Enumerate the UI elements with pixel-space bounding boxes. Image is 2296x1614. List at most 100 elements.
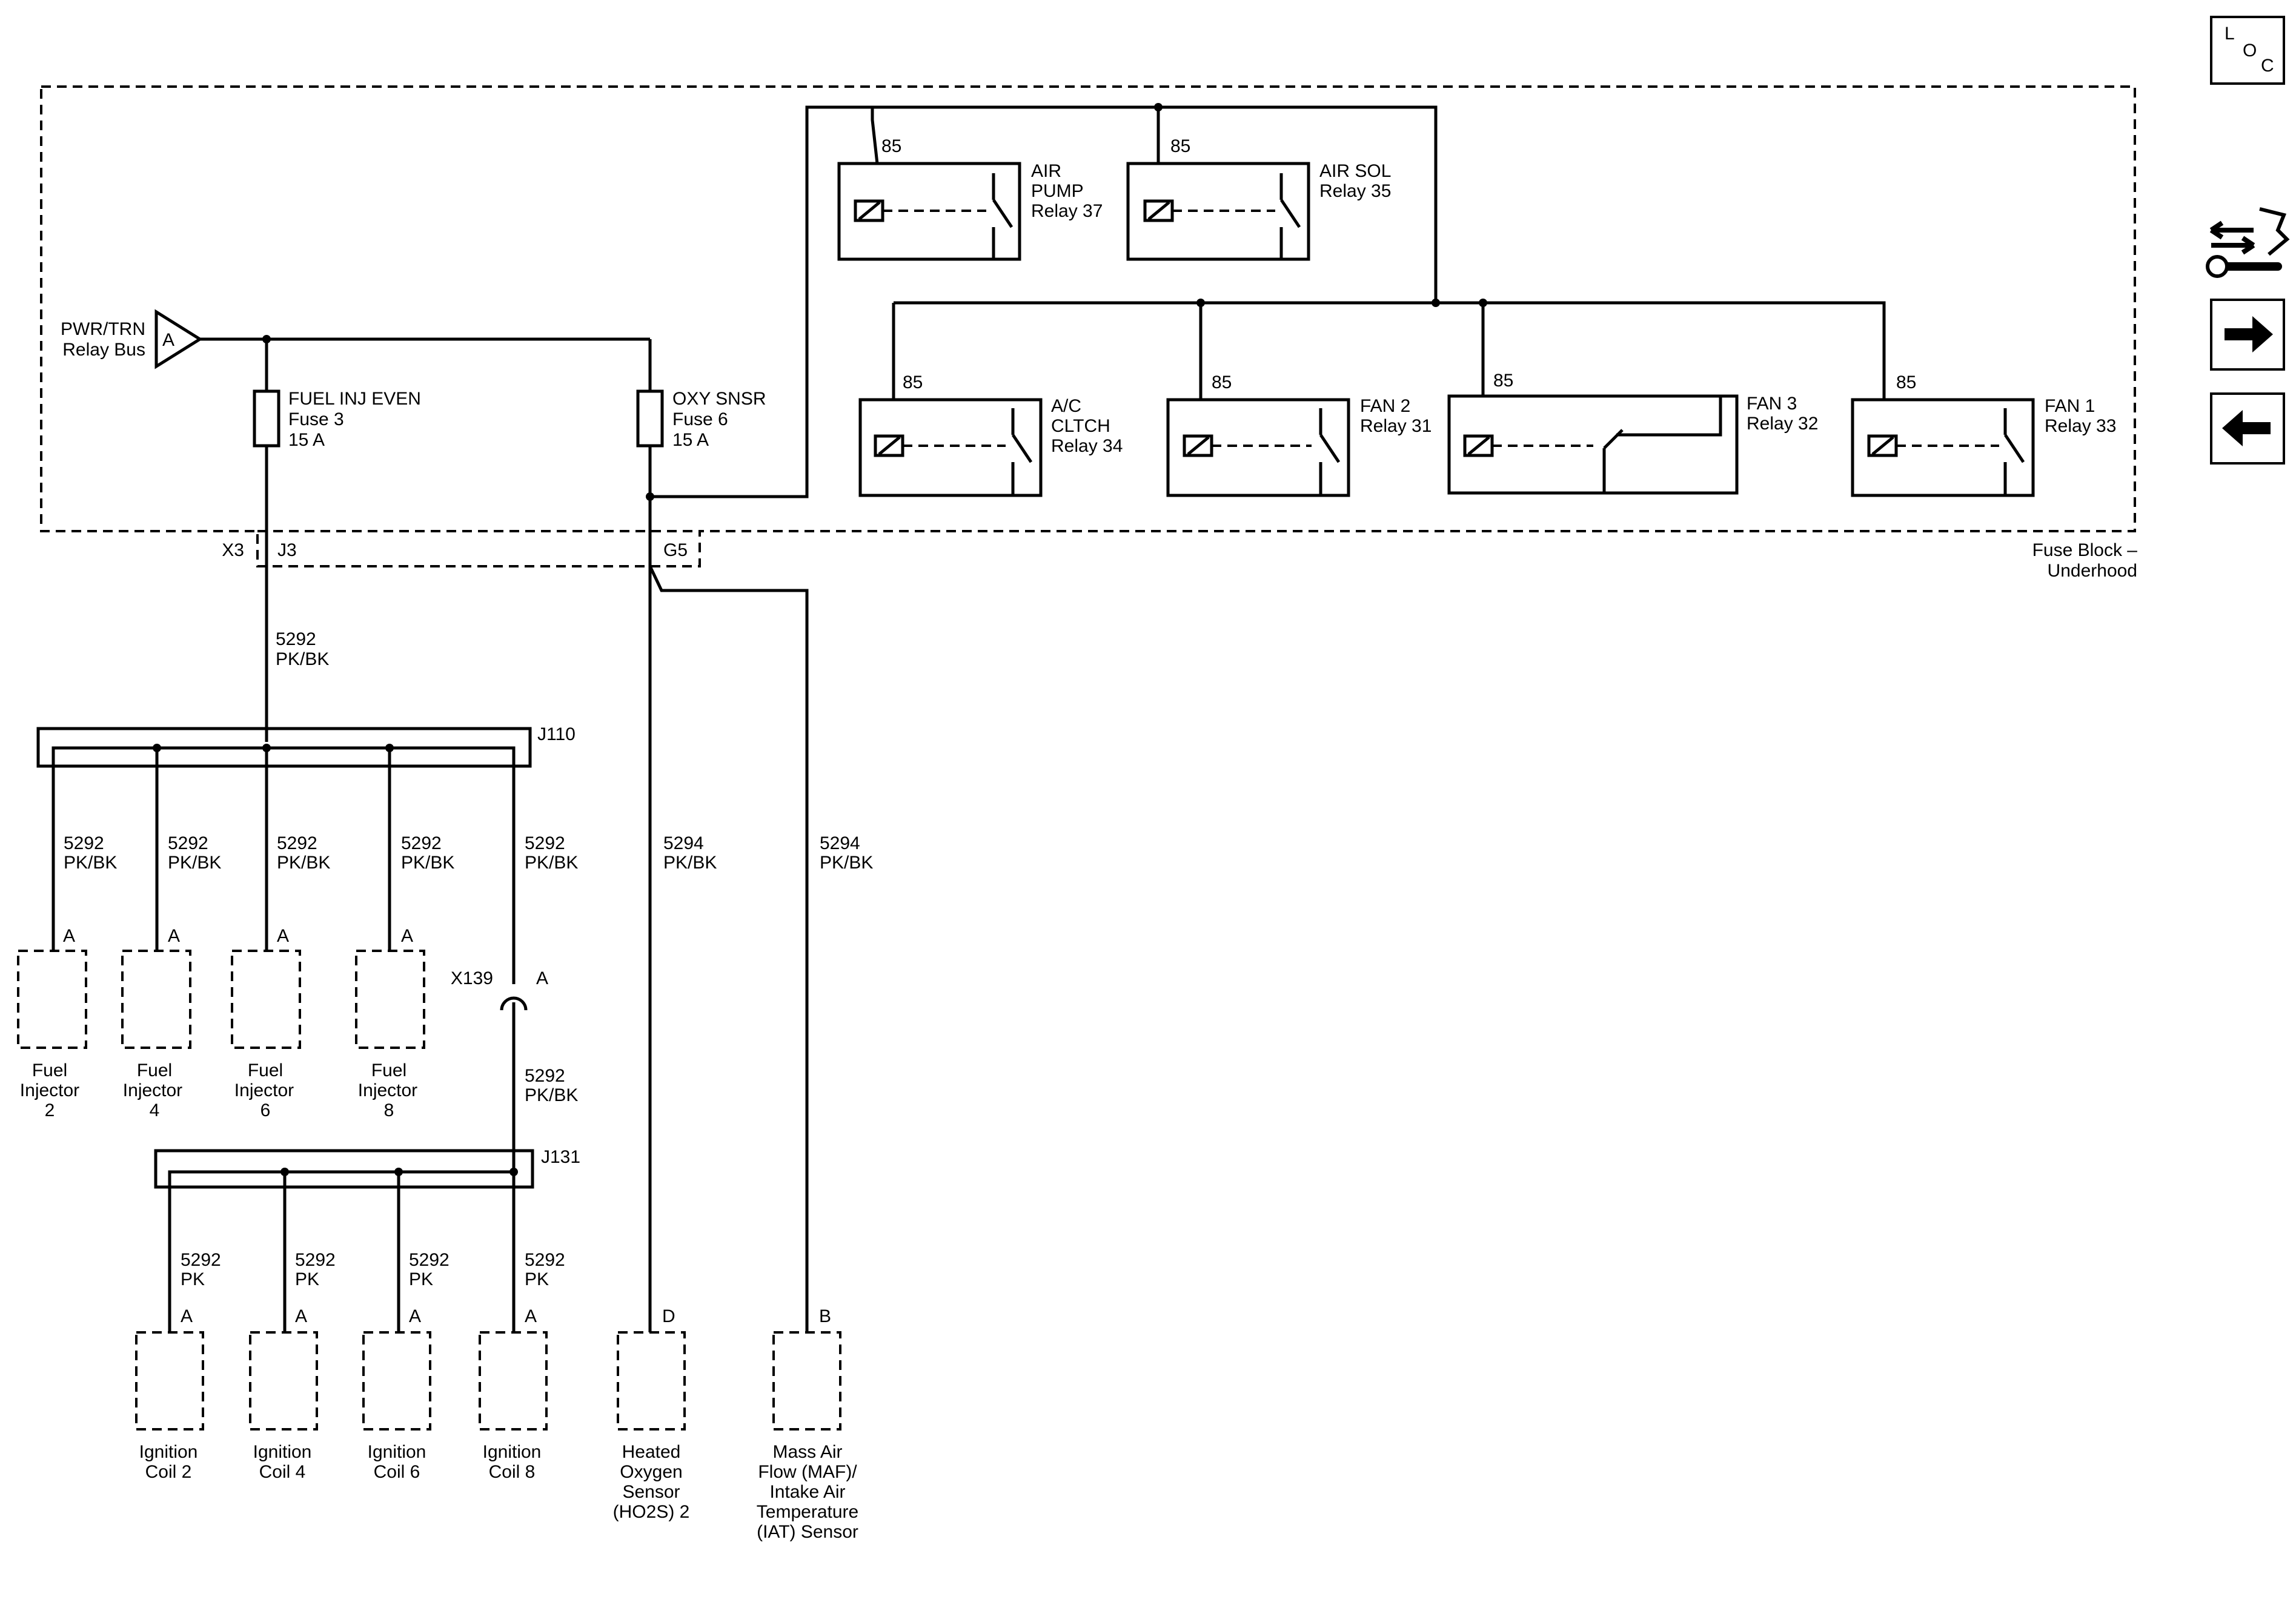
pin-label: A [295, 1306, 307, 1326]
wire-color: PK/BK [64, 853, 117, 873]
bus-triangle-icon [154, 309, 203, 369]
relay-35-pin: 85 [1170, 136, 1190, 156]
wire-5294-label: 5294 [663, 833, 704, 853]
fuse-block-outline: Fuse Block – Underhood [40, 85, 2138, 581]
relay-31: 85 FAN 2 Relay 31 [1166, 303, 1432, 497]
relay-33: 85 FAN 1 Relay 33 [1851, 372, 2116, 497]
pwr-trn-relay-bus: PWR/TRN Relay Bus A [61, 309, 650, 369]
pin-label: A [525, 1306, 537, 1326]
relay-37: 85 AIR PUMP Relay 37 [837, 107, 1103, 261]
wire-label: 5292 [295, 1250, 336, 1270]
component-label: Coil 2 [145, 1462, 192, 1482]
bus-pin: A [162, 330, 174, 350]
fuel-injector-8: A Fuel Injector 8 [355, 926, 425, 1120]
wire-color: PK [295, 1269, 319, 1289]
bus-label-2: Relay Bus [62, 340, 145, 360]
fuse-6-rating: 15 A [672, 430, 709, 450]
splice-j131: J131 5292 PK 5292 PK 5292 PK 5292 PK [154, 1147, 580, 1332]
wire-label: 5292 [181, 1250, 221, 1270]
wire-label: 5292 [525, 1250, 565, 1270]
relay-33-pin: 85 [1896, 372, 1916, 392]
location-button[interactable]: L O C [2210, 16, 2285, 85]
fuse-3-rating: 15 A [288, 430, 325, 450]
relay-32-pin: 85 [1493, 371, 1513, 391]
arrow-left-icon [2222, 410, 2271, 446]
wire-color: PK [525, 1269, 549, 1289]
wire-color: PK/BK [277, 853, 330, 873]
previous-page-button[interactable] [2210, 392, 2285, 465]
component-label: Sensor [622, 1482, 680, 1502]
wire-label: 5292 [168, 833, 208, 853]
wire-color: PK/BK [525, 853, 578, 873]
pin-label: A [181, 1306, 193, 1326]
pin-label: A [409, 1306, 421, 1326]
bus-label: PWR/TRN [61, 319, 145, 339]
pin-label: A [168, 926, 180, 946]
pin-label: A [63, 926, 75, 946]
injector-wires: 5292 PK/BK 5292 PK/BK 5292 PK/BK 5292 PK… [51, 748, 873, 984]
relay-37-label-2: PUMP [1031, 181, 1084, 201]
fuel-injector-4: A Fuel Injector 4 [121, 926, 191, 1120]
relay-31-label: FAN 2 [1360, 396, 1410, 416]
j131-label: J131 [541, 1147, 580, 1167]
relay-35-label: AIR SOL [1319, 161, 1391, 181]
connector-g5: G5 [663, 540, 688, 560]
relay-33-label-2: Relay 33 [2045, 416, 2116, 436]
relay-34-label-3: Relay 34 [1051, 436, 1123, 456]
x139-pin: A [536, 968, 548, 988]
wire-label: 5292 [401, 833, 442, 853]
fuel-injector-6: A Fuel Injector 6 [231, 926, 301, 1120]
wire-5294-color: PK/BK [820, 853, 873, 873]
component-label: Temperature [757, 1502, 858, 1522]
component-label: Ignition [139, 1442, 198, 1462]
component-label: Oxygen [620, 1462, 682, 1482]
component-label: Fuel [137, 1060, 172, 1080]
wire-color: PK [409, 1269, 433, 1289]
connector-x3: X3 [222, 540, 244, 560]
wire-color: PK [181, 1269, 205, 1289]
wire-5294-label: 5294 [820, 833, 860, 853]
fuse-3-id: Fuse 3 [288, 409, 344, 429]
wire-label: 5292 [277, 833, 317, 853]
fuse-block-label: Fuse Block – [2032, 540, 2138, 560]
relay-34-label-2: CLTCH [1051, 416, 1110, 436]
component-label: Coil 6 [374, 1462, 420, 1482]
relay-37-pin: 85 [881, 136, 901, 156]
relay-32: 85 FAN 3 Relay 32 [1447, 303, 1818, 495]
wire-5292-label: 5292 [276, 629, 316, 649]
fuse-block-label-2: Underhood [2048, 561, 2137, 581]
component-label: Fuel [248, 1060, 283, 1080]
wire-color: PK/BK [401, 853, 454, 873]
component-label: Injector [123, 1080, 182, 1100]
component-label: (HO2S) 2 [613, 1502, 690, 1522]
component-label: 6 [260, 1100, 271, 1120]
ignition-coil-4: A Ignition Coil 4 [249, 1306, 318, 1482]
relay-37-label: AIR [1031, 161, 1061, 181]
relay-35-label-2: Relay 35 [1319, 181, 1391, 201]
component-label: Mass Air [772, 1442, 842, 1462]
relay-34-pin: 85 [903, 372, 923, 392]
component-label: Flow (MAF)/ [758, 1462, 857, 1482]
pin-label: A [401, 926, 413, 946]
relay-31-pin: 85 [1212, 372, 1232, 392]
fuse-3: FUEL INJ EVEN Fuse 3 15 A [253, 339, 421, 742]
relay-34-label: A/C [1051, 396, 1081, 416]
connector-x139: X139 A 5292 PK/BK [451, 968, 578, 1172]
loc-letter-c: C [2261, 56, 2274, 76]
component-label: 8 [384, 1100, 394, 1120]
maf-iat-sensor: B Mass Air Flow (MAF)/ Intake Air Temper… [757, 1306, 858, 1542]
wire-label: 5292 [525, 1066, 565, 1086]
wire-label: 5292 [525, 833, 565, 853]
component-label: (IAT) Sensor [757, 1522, 858, 1542]
wire-label: 5292 [409, 1250, 450, 1270]
component-label: Fuel [371, 1060, 406, 1080]
component-label: Coil 4 [259, 1462, 306, 1482]
relay-31-label-2: Relay 31 [1360, 416, 1432, 436]
pin-label: B [819, 1306, 831, 1326]
component-label: 4 [150, 1100, 160, 1120]
wire-color: PK/BK [168, 853, 221, 873]
next-page-button[interactable] [2210, 299, 2285, 371]
wiring-harness-icon[interactable] [2206, 207, 2290, 278]
component-label: Ignition [483, 1442, 542, 1462]
